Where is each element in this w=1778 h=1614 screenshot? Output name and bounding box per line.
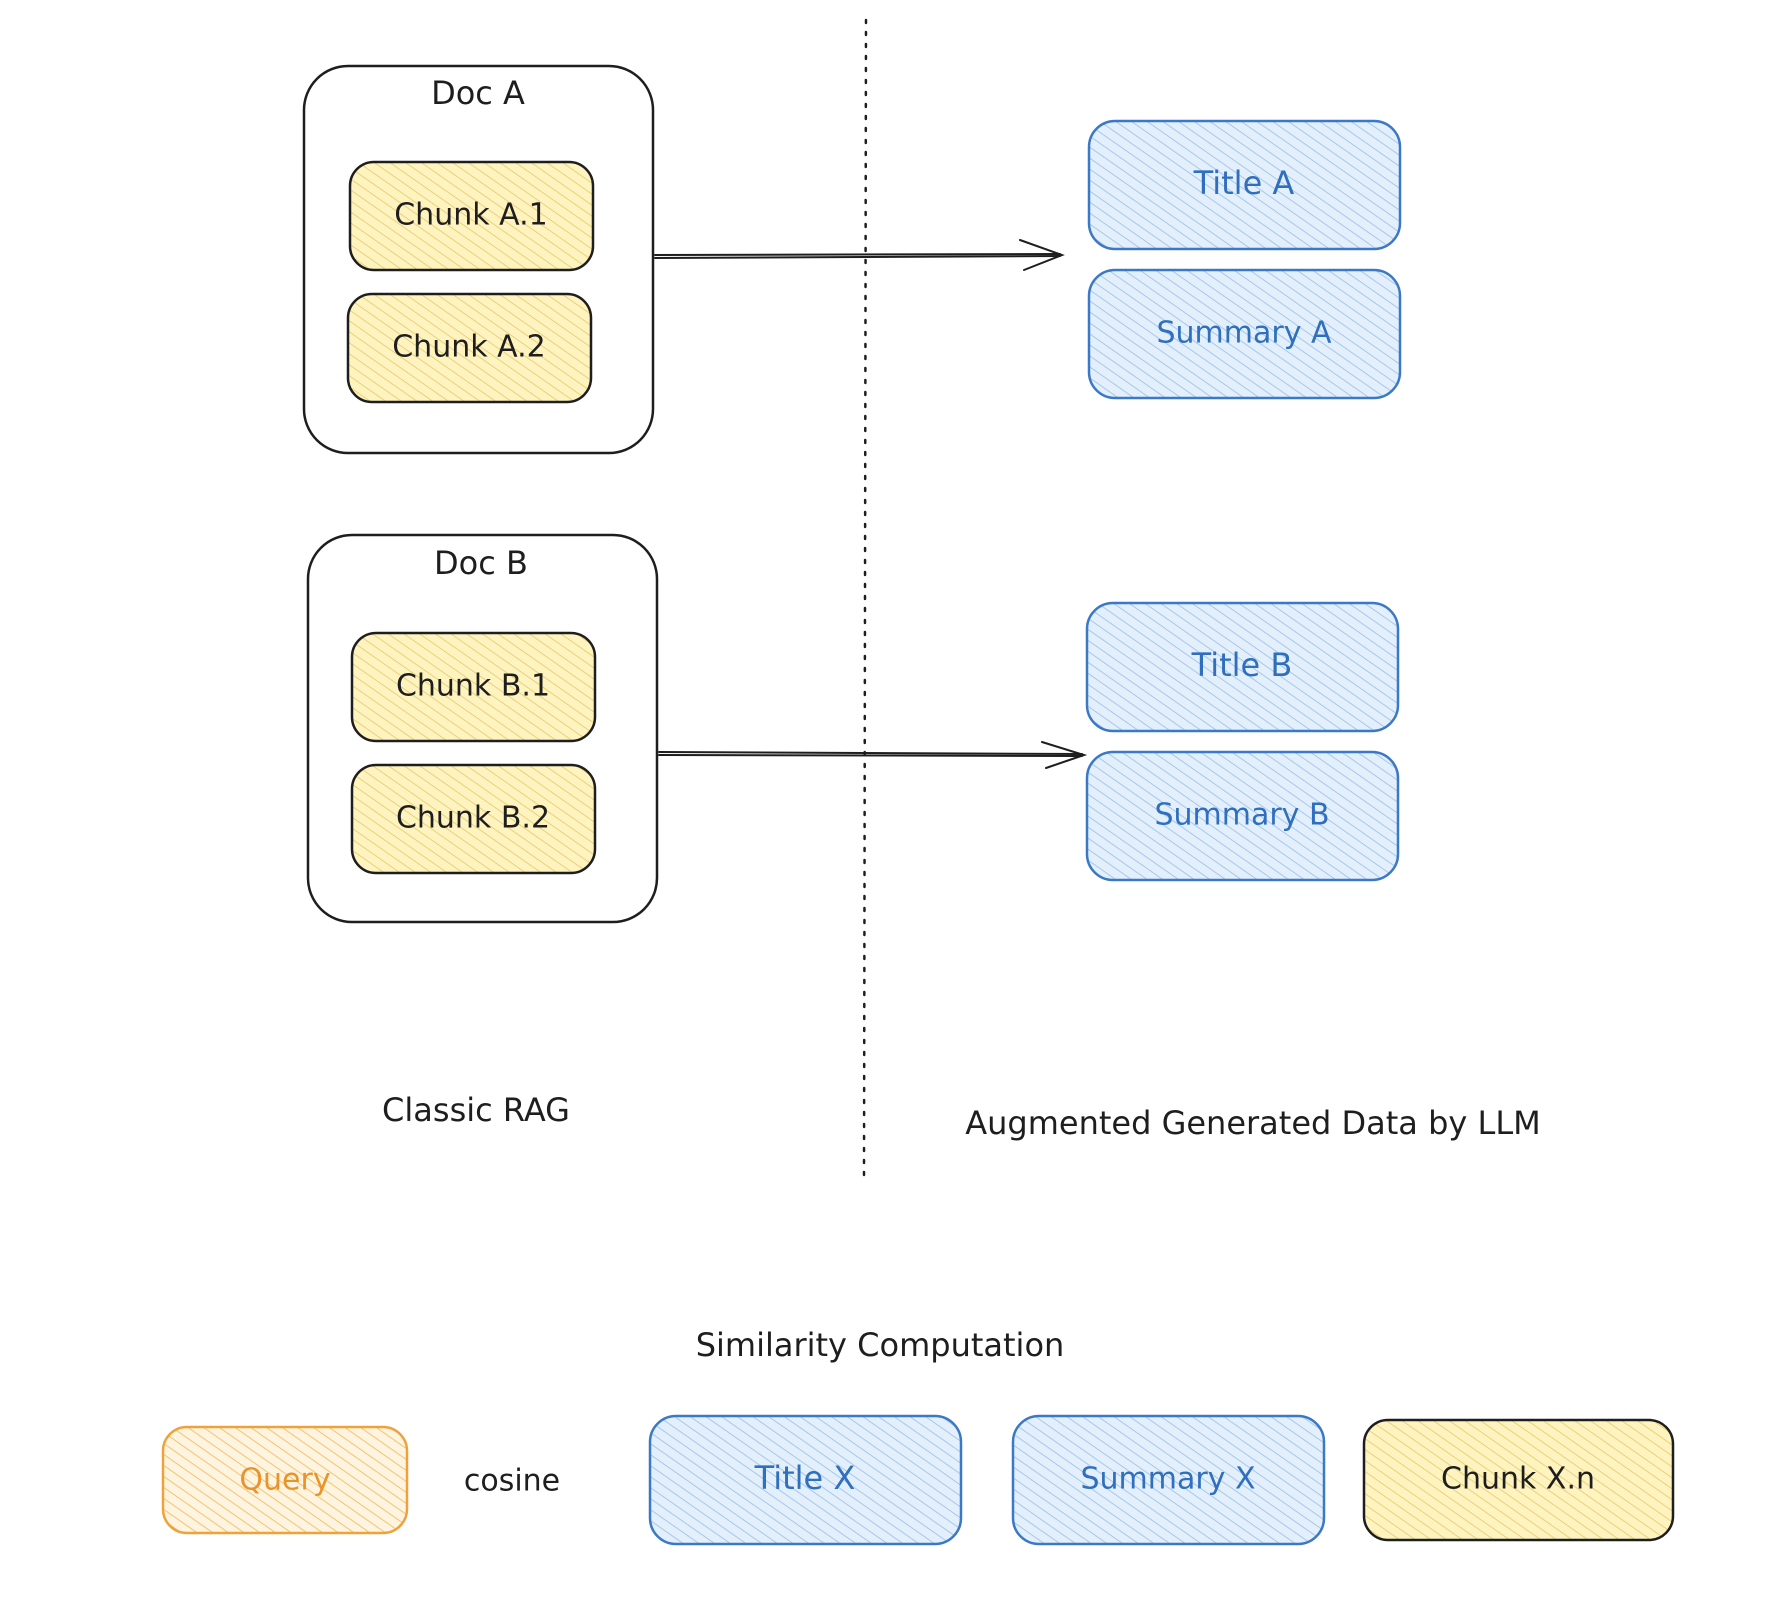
title-b-label: Title B <box>1191 646 1293 684</box>
doc-b-title: Doc B <box>434 544 528 582</box>
doc-b-group: Doc B Chunk B.1 Chunk B.2 <box>306 533 659 924</box>
arrow-doc-a-to-augmented <box>654 239 1065 271</box>
summary-x-label: Summary X <box>1080 1462 1255 1497</box>
summary-a-label: Summary A <box>1156 316 1332 351</box>
title-x-label: Title X <box>754 1459 856 1497</box>
chunk-a1-label: Chunk A.1 <box>394 198 548 233</box>
divider-dotted-line <box>862 18 868 1177</box>
summary-b-box <box>1085 750 1400 882</box>
chunk-xn-box <box>1362 1418 1675 1542</box>
title-x-box <box>648 1414 963 1546</box>
augmented-a-group: Title A Summary A <box>1087 119 1402 400</box>
arrow-doc-b-to-augmented <box>658 741 1088 769</box>
chunk-b1-box <box>350 631 597 743</box>
chunk-b2-label: Chunk B.2 <box>396 801 550 836</box>
doc-a-group: Doc A Chunk A.1 Chunk A.2 <box>302 64 655 455</box>
query-label: Query <box>239 1463 330 1498</box>
chunk-b1-label: Chunk B.1 <box>396 669 550 704</box>
title-b-box <box>1085 601 1400 733</box>
title-a-label: Title A <box>1193 164 1295 202</box>
summary-a-box <box>1087 268 1402 400</box>
chunk-xn-label: Chunk X.n <box>1441 1462 1595 1497</box>
classic-rag-caption: Classic RAG <box>382 1091 570 1129</box>
augmented-data-caption: Augmented Generated Data by LLM <box>965 1104 1541 1142</box>
title-a-box <box>1087 119 1402 251</box>
doc-a-title: Doc A <box>431 74 525 112</box>
summary-x-box <box>1011 1414 1326 1546</box>
augmented-b-group: Title B Summary B <box>1085 601 1400 882</box>
summary-b-label: Summary B <box>1154 798 1329 833</box>
query-box <box>161 1425 409 1535</box>
chunk-a1-box <box>348 160 595 272</box>
chunk-a2-label: Chunk A.2 <box>392 330 546 365</box>
chunk-a2-box <box>346 292 593 404</box>
chunk-b2-box <box>350 763 597 875</box>
cosine-operator-label: cosine <box>464 1464 560 1499</box>
similarity-heading: Similarity Computation <box>696 1326 1065 1364</box>
